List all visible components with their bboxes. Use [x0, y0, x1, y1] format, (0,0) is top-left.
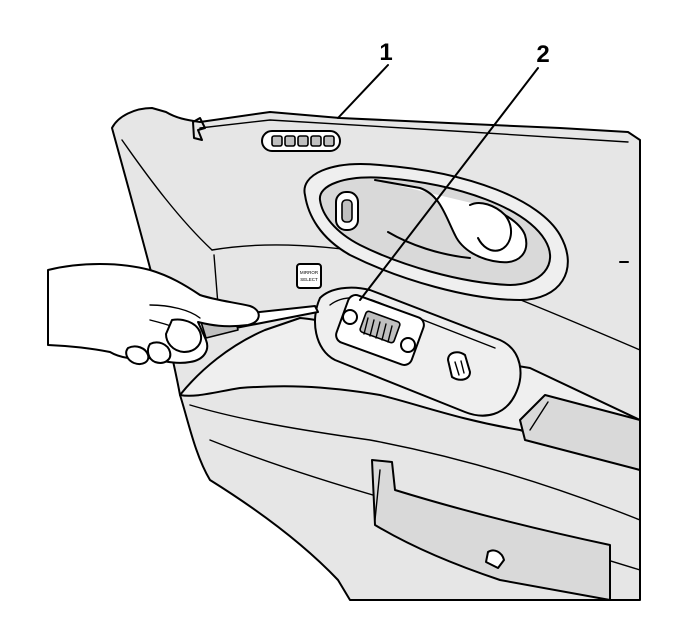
- callout-1-label: 1: [379, 39, 392, 66]
- trim-clip: [192, 117, 206, 141]
- hand-with-trim-tool: [47, 263, 319, 365]
- armrest: [179, 317, 641, 601]
- vent-grille: [261, 130, 341, 152]
- callout-2-leader: [359, 67, 539, 301]
- switch-label-line1: MIRROR: [300, 270, 319, 275]
- door-handle-recess: [303, 163, 569, 301]
- callout-leaders: [337, 64, 539, 301]
- callout-1-leader: [337, 64, 389, 119]
- window-switch-bezel: [314, 286, 522, 417]
- mirror-select-switch: MIRROR SELECT: [296, 263, 322, 289]
- callout-2-label: 2: [536, 41, 549, 68]
- switch-label-line2: SELECT: [300, 277, 318, 282]
